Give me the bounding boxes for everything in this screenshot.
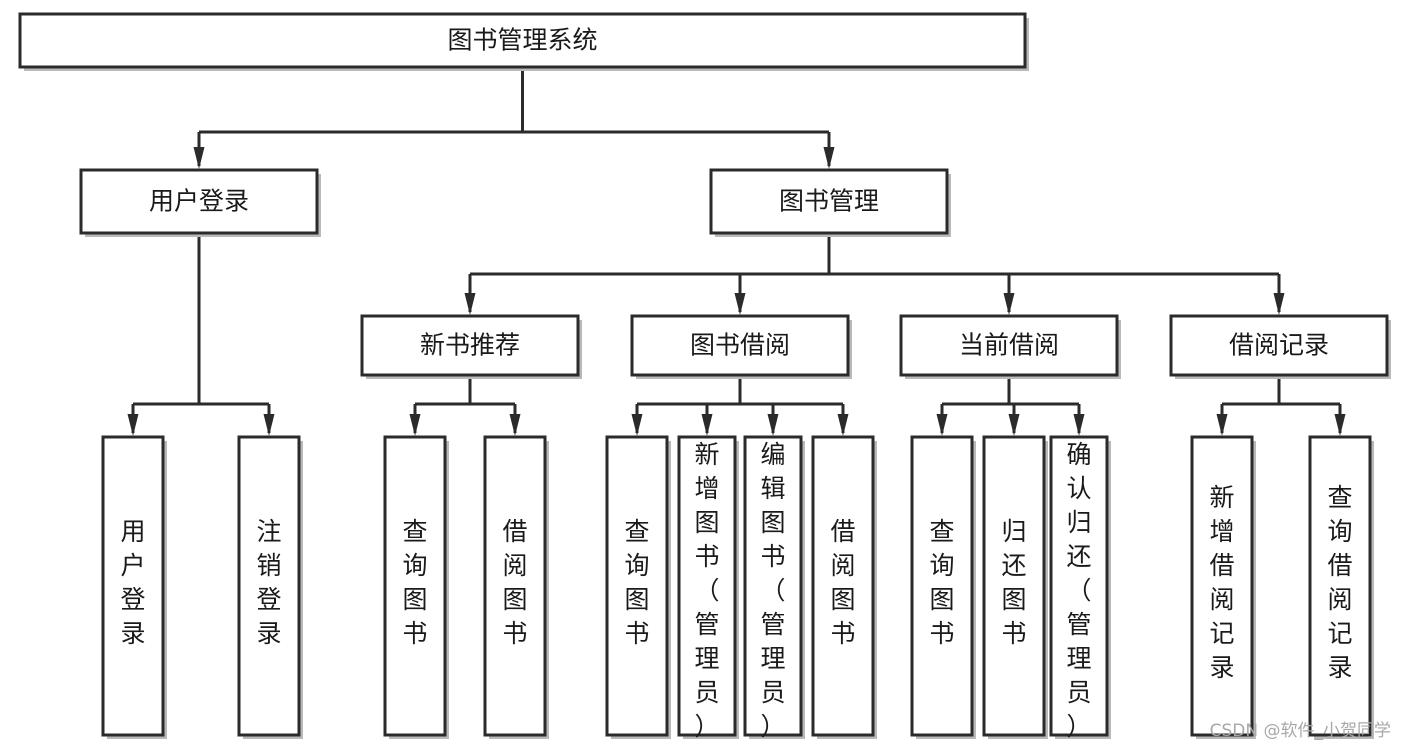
node-leaf-add-book[interactable]: 新增图书（管理员） [677, 435, 739, 741]
arrowhead [409, 414, 421, 436]
node-box[interactable] [79, 168, 319, 235]
node-box[interactable] [743, 435, 803, 737]
node-box[interactable] [1169, 314, 1389, 377]
node-box[interactable] [18, 12, 1027, 69]
node-leaf-return-book[interactable]: 归还图书 [982, 435, 1048, 739]
edge-group [464, 233, 1285, 315]
node-box[interactable] [1308, 435, 1372, 737]
node-book-manage[interactable]: 图书管理 [709, 168, 951, 237]
arrowhead [1334, 414, 1346, 436]
node-box[interactable] [709, 168, 949, 235]
node-box[interactable] [237, 435, 301, 737]
node-box[interactable] [483, 435, 547, 737]
node-label: 用户登录 [120, 517, 145, 648]
node-label: 用户登录 [149, 187, 249, 216]
node-current-borrow[interactable]: 当前借阅 [899, 314, 1121, 379]
arrowhead [631, 414, 643, 436]
node-leaf-edit-book[interactable]: 编辑图书（管理员） [743, 435, 805, 741]
arrowhead [263, 414, 275, 436]
node-leaf-query-book-2[interactable]: 查询图书 [605, 435, 671, 739]
edge-group [193, 67, 835, 169]
node-box[interactable] [1049, 435, 1109, 737]
node-label: 注销登录 [256, 517, 281, 648]
edge-layer [127, 67, 1346, 436]
node-label: 图书借阅 [690, 331, 790, 360]
node-leaf-borrow-book-2[interactable]: 借阅图书 [811, 435, 877, 739]
node-label: 新书推荐 [420, 331, 520, 360]
node-leaf-add-record[interactable]: 新增借阅记录 [1190, 435, 1256, 739]
arrowhead [1273, 293, 1285, 315]
node-label: 查询借阅记录 [1327, 483, 1352, 682]
arrowhead [1073, 414, 1085, 436]
node-box[interactable] [605, 435, 669, 737]
arrowhead [1003, 293, 1015, 315]
node-new-book-rec[interactable]: 新书推荐 [360, 314, 582, 379]
arrowhead [767, 414, 779, 436]
arrowhead [193, 147, 205, 169]
arrowhead [464, 293, 476, 315]
arrowhead [509, 414, 521, 436]
arrowhead [837, 414, 849, 436]
node-label: 借阅图书 [502, 517, 527, 648]
node-box[interactable] [1190, 435, 1254, 737]
node-box[interactable] [910, 435, 974, 737]
node-label: 编辑图书（管理员） [760, 440, 785, 741]
edge-group [936, 375, 1085, 436]
node-leaf-confirm-return[interactable]: 确认归还（管理员） [1049, 435, 1111, 741]
node-borrow-record[interactable]: 借阅记录 [1169, 314, 1391, 379]
arrowhead [127, 414, 139, 436]
node-leaf-query-book-3[interactable]: 查询图书 [910, 435, 976, 739]
edge-group [409, 375, 521, 436]
node-box[interactable] [630, 314, 850, 377]
node-box[interactable] [383, 435, 447, 737]
node-layer: 图书管理系统用户登录图书管理新书推荐图书借阅当前借阅借阅记录用户登录注销登录查询… [18, 12, 1391, 741]
node-label: 查询图书 [402, 517, 427, 648]
node-box[interactable] [982, 435, 1046, 737]
node-label: 当前借阅 [959, 331, 1059, 360]
node-book-borrow[interactable]: 图书借阅 [630, 314, 852, 379]
node-label: 确认归还（管理员） [1066, 440, 1091, 741]
node-label: 借阅记录 [1229, 331, 1329, 360]
node-box[interactable] [360, 314, 580, 377]
node-label: 新增图书（管理员） [694, 440, 719, 741]
node-box[interactable] [811, 435, 875, 737]
arrowhead [1216, 414, 1228, 436]
node-leaf-logout[interactable]: 注销登录 [237, 435, 303, 739]
edge-group [127, 233, 275, 436]
node-root[interactable]: 图书管理系统 [18, 12, 1029, 71]
node-label: 图书管理系统 [447, 26, 597, 55]
node-label: 归还图书 [1001, 517, 1026, 648]
node-leaf-query-record[interactable]: 查询借阅记录 [1308, 435, 1374, 739]
node-label: 查询图书 [929, 517, 954, 648]
node-box[interactable] [677, 435, 737, 737]
node-leaf-user-login[interactable]: 用户登录 [101, 435, 167, 739]
node-label: 新增借阅记录 [1209, 483, 1234, 682]
arrowhead [1008, 414, 1020, 436]
node-user-login[interactable]: 用户登录 [79, 168, 321, 237]
node-label: 图书管理 [779, 187, 879, 216]
arrowhead [701, 414, 713, 436]
node-box[interactable] [899, 314, 1119, 377]
node-label: 借阅图书 [830, 517, 855, 648]
arrowhead [823, 147, 835, 169]
node-box[interactable] [101, 435, 165, 737]
node-leaf-borrow-book-1[interactable]: 借阅图书 [483, 435, 549, 739]
arrowhead [734, 293, 746, 315]
node-leaf-query-book-1[interactable]: 查询图书 [383, 435, 449, 739]
edge-group [1216, 375, 1346, 436]
edge-group [631, 375, 849, 436]
arrowhead [936, 414, 948, 436]
node-label: 查询图书 [624, 517, 649, 648]
